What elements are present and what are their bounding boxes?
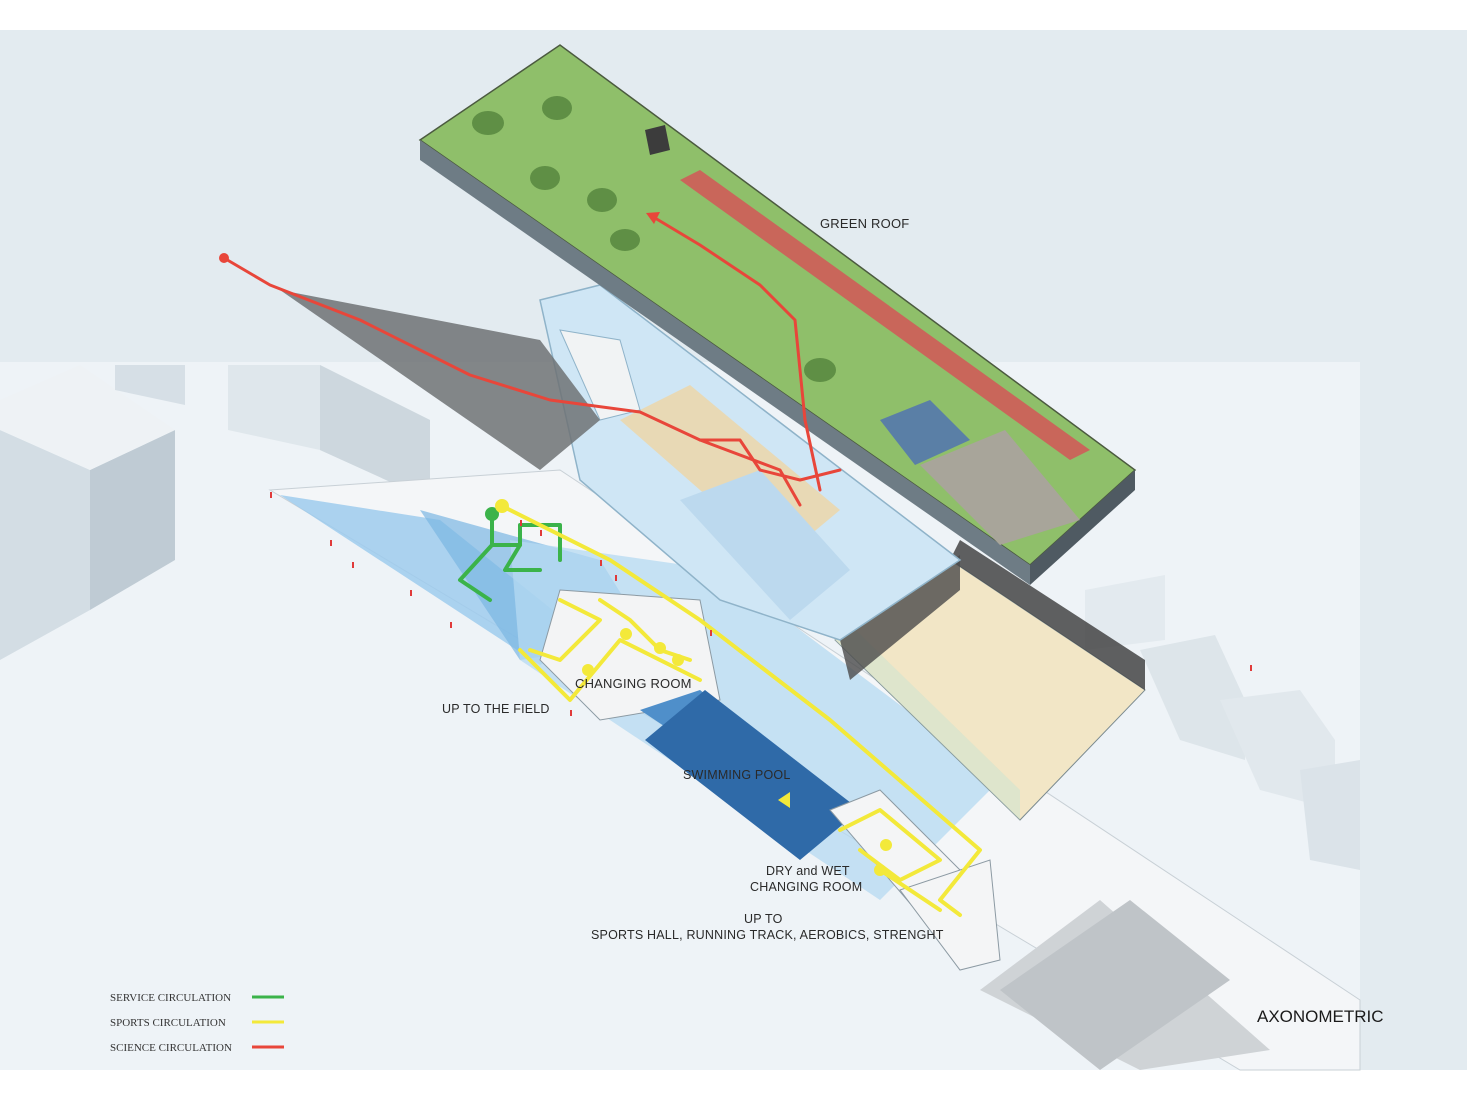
service-circulation (458, 507, 562, 602)
label-up-to-the-field: UP TO THE FIELD (442, 702, 550, 716)
sports-circulation (495, 499, 982, 917)
context-buildings-right (1085, 575, 1360, 870)
people-markers (270, 492, 1252, 716)
label-dry-wet: DRY and WET (766, 864, 850, 878)
label-changing-room: CHANGING ROOM (575, 676, 692, 691)
label-swimming-pool: SWIMMING POOL (683, 768, 790, 782)
context-buildings-left (0, 365, 430, 660)
swimming-pool (645, 690, 860, 860)
green-roof-block (418, 44, 1137, 585)
label-sports-hall-destinations: SPORTS HALL, RUNNING TRACK, AEROBICS, ST… (591, 928, 944, 942)
label-green-roof: GREEN ROOF (820, 216, 909, 231)
science-circulation (219, 212, 842, 507)
label-up-to: UP TO (744, 912, 783, 926)
label-dry-wet-changing-room: CHANGING ROOM (750, 880, 862, 894)
shadow-wedge (280, 290, 600, 470)
label-axonometric: AXONOMETRIC (1257, 1007, 1384, 1026)
legend-label-sports: SPORTS CIRCULATION (110, 1017, 226, 1029)
sports-hall (834, 540, 1146, 821)
running-track (680, 170, 1090, 460)
legend-label-science: SCIENCE CIRCULATION (110, 1042, 232, 1054)
legend: SERVICE CIRCULATION SPORTS CIRCULATION S… (110, 992, 284, 1054)
legend-label-service: SERVICE CIRCULATION (110, 992, 231, 1004)
